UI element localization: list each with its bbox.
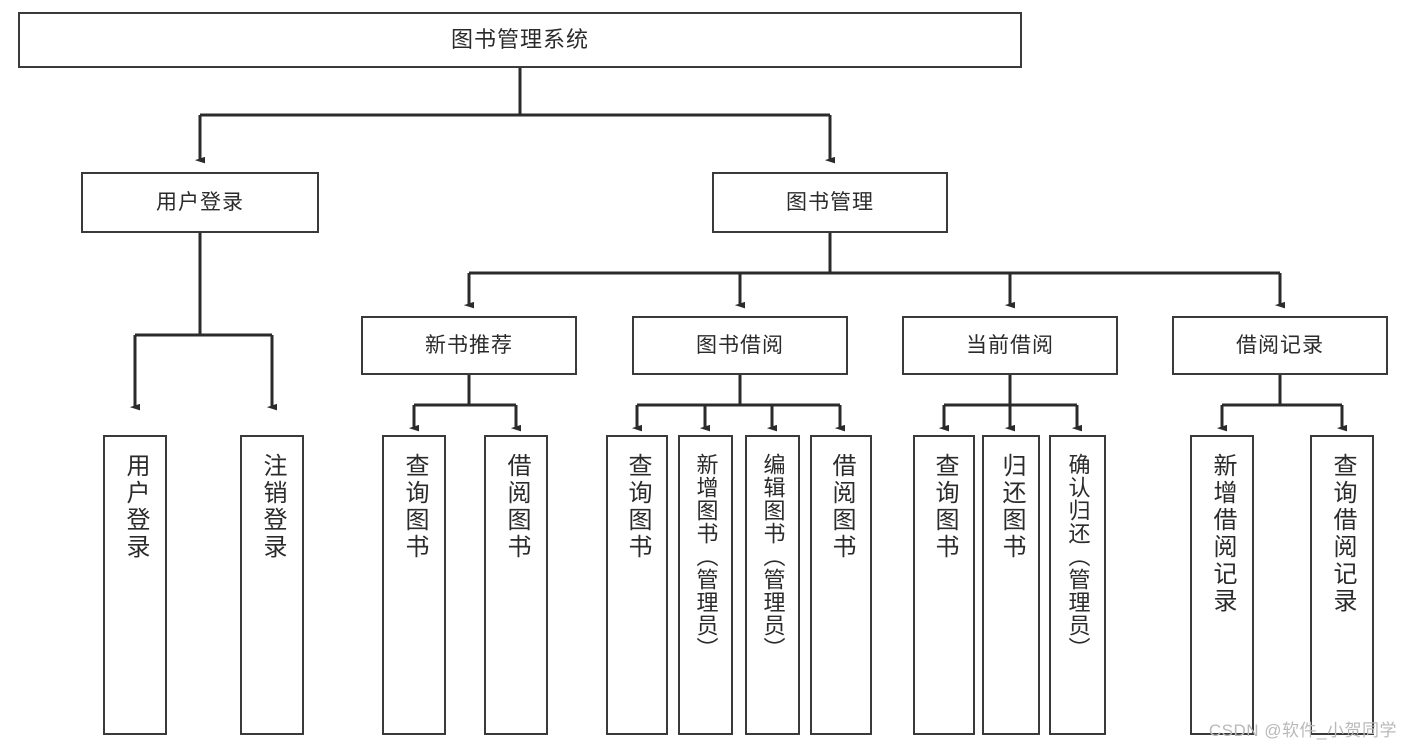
node-label: 借阅图书 <box>828 453 855 561</box>
leaf-borrow-add-book[interactable]: 新增图书（管理员） <box>678 435 733 735</box>
leaf-user-login[interactable]: 用户登录 <box>103 435 167 735</box>
node-label: 用户登录 <box>122 453 149 561</box>
node-borrow-record[interactable]: 借阅记录 <box>1172 316 1388 375</box>
node-label: 新书推荐 <box>425 333 513 357</box>
node-label: 归还图书 <box>998 453 1025 561</box>
leaf-record-query-record[interactable]: 查询借阅记录 <box>1310 435 1374 735</box>
node-label: 编辑图书（管理员） <box>760 453 786 660</box>
node-new-book-recommend[interactable]: 新书推荐 <box>361 316 577 375</box>
node-label: 当前借阅 <box>966 333 1054 357</box>
leaf-borrow-edit-book[interactable]: 编辑图书（管理员） <box>745 435 800 735</box>
leaf-current-query-book[interactable]: 查询图书 <box>913 435 975 735</box>
node-label: 图书管理 <box>786 190 874 214</box>
node-label: 确认归还（管理员） <box>1065 453 1091 660</box>
leaf-borrow-query-book[interactable]: 查询图书 <box>606 435 668 735</box>
leaf-record-add-record[interactable]: 新增借阅记录 <box>1190 435 1254 735</box>
node-label: 查询图书 <box>401 453 428 561</box>
node-label: 新增图书（管理员） <box>693 453 719 660</box>
node-label: 借阅图书 <box>503 453 530 561</box>
node-user-login[interactable]: 用户登录 <box>81 172 319 233</box>
node-label: 查询借阅记录 <box>1329 453 1356 615</box>
leaf-borrow-borrow-book[interactable]: 借阅图书 <box>810 435 872 735</box>
node-label: 注销登录 <box>259 453 286 561</box>
node-root[interactable]: 图书管理系统 <box>18 12 1022 68</box>
node-label: 查询图书 <box>624 453 651 561</box>
node-label: 借阅记录 <box>1236 333 1324 357</box>
leaf-current-return-book[interactable]: 归还图书 <box>982 435 1040 735</box>
node-label: 用户登录 <box>156 190 244 214</box>
node-label: 新增借阅记录 <box>1209 453 1236 615</box>
node-book-borrow[interactable]: 图书借阅 <box>632 316 848 375</box>
node-label: 图书管理系统 <box>450 26 589 52</box>
leaf-current-confirm-return[interactable]: 确认归还（管理员） <box>1049 435 1106 735</box>
node-book-management[interactable]: 图书管理 <box>712 172 948 233</box>
node-current-borrow[interactable]: 当前借阅 <box>902 316 1118 375</box>
node-label: 查询图书 <box>931 453 958 561</box>
leaf-user-logout[interactable]: 注销登录 <box>240 435 304 735</box>
leaf-recommend-borrow-book[interactable]: 借阅图书 <box>484 435 548 735</box>
leaf-recommend-query-book[interactable]: 查询图书 <box>382 435 446 735</box>
node-label: 图书借阅 <box>696 333 784 357</box>
